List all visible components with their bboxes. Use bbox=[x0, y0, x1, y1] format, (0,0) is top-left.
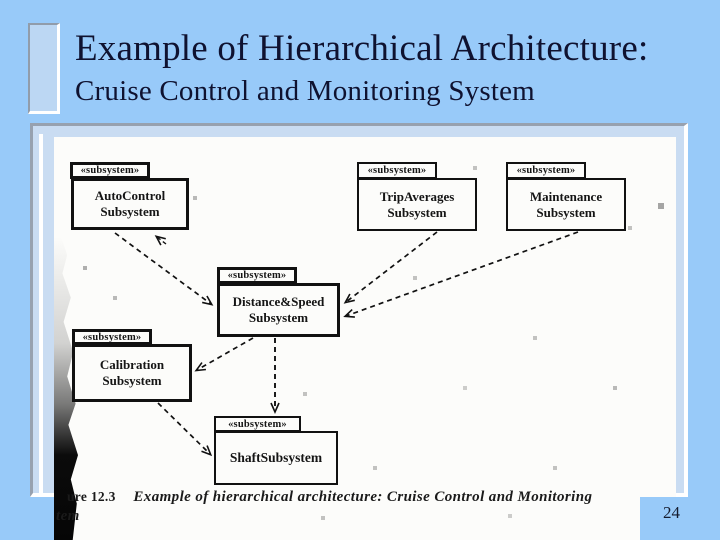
package-name-line2: Subsystem bbox=[387, 204, 447, 220]
package-tab-calibration: «subsystem» bbox=[72, 329, 152, 345]
package-name-line1: AutoControl bbox=[94, 188, 166, 204]
scanned-figure: «subsystem» AutoControl Subsystem «subsy… bbox=[54, 137, 676, 540]
slide-title: Example of Hierarchical Architecture: bbox=[75, 28, 649, 69]
stereotype-label: «subsystem» bbox=[516, 165, 576, 176]
stereotype-label: «subsystem» bbox=[367, 165, 427, 176]
package-name-line2: Subsystem bbox=[100, 204, 160, 219]
package-name-line2: Subsystem bbox=[102, 373, 162, 388]
decorative-bevel-rectangle bbox=[28, 23, 60, 114]
scan-noise-specks bbox=[54, 137, 56, 139]
figure-caption-number: ure 12.3 bbox=[67, 489, 116, 504]
package-shaft-subsystem: ShaftSubsystem bbox=[214, 431, 338, 485]
package-tab-maintenance: «subsystem» bbox=[506, 162, 586, 179]
figure-caption-text: Example of hierarchical architecture: Cr… bbox=[133, 489, 593, 505]
package-name-line1: TripAverages bbox=[379, 188, 455, 204]
figure-caption-line2: tem bbox=[56, 508, 80, 524]
package-calibration-subsystem: Calibration Subsystem bbox=[72, 344, 192, 402]
stereotype-label: «subsystem» bbox=[80, 165, 140, 176]
frame-inner-white-line bbox=[39, 134, 43, 493]
package-name-line2: Subsystem bbox=[248, 310, 309, 325]
package-name-line1: ShaftSubsystem bbox=[229, 449, 323, 465]
stereotype-label: «subsystem» bbox=[228, 418, 287, 430]
package-autocontrol-subsystem: AutoControl Subsystem bbox=[71, 178, 189, 230]
package-name-line1: Distance&Speed bbox=[232, 294, 325, 310]
stereotype-label: «subsystem» bbox=[227, 270, 287, 281]
slide-title-block: Example of Hierarchical Architecture: Cr… bbox=[75, 28, 707, 108]
package-tripaverages-subsystem: TripAverages Subsystem bbox=[357, 178, 477, 231]
scan-paper-overflow bbox=[54, 497, 640, 540]
package-tab-autocontrol: «subsystem» bbox=[70, 162, 150, 179]
package-maintenance-subsystem: Maintenance Subsystem bbox=[506, 178, 626, 231]
package-tab-distancespeed: «subsystem» bbox=[217, 267, 297, 284]
slide-page-number: 24 bbox=[663, 503, 680, 522]
package-name-line1: Calibration bbox=[99, 357, 165, 373]
package-tab-tripaverages: «subsystem» bbox=[357, 162, 437, 179]
package-distancespeed-subsystem: Distance&Speed Subsystem bbox=[217, 283, 340, 337]
package-tab-shaft: «subsystem» bbox=[214, 416, 301, 432]
figure-caption: ure 12.3 Example of hierarchical archite… bbox=[67, 489, 642, 506]
stereotype-label: «subsystem» bbox=[82, 331, 142, 343]
package-name-line2: Subsystem bbox=[536, 204, 596, 220]
package-name-line1: Maintenance bbox=[529, 188, 603, 204]
slide-subtitle: Cruise Control and Monitoring System bbox=[75, 75, 535, 108]
